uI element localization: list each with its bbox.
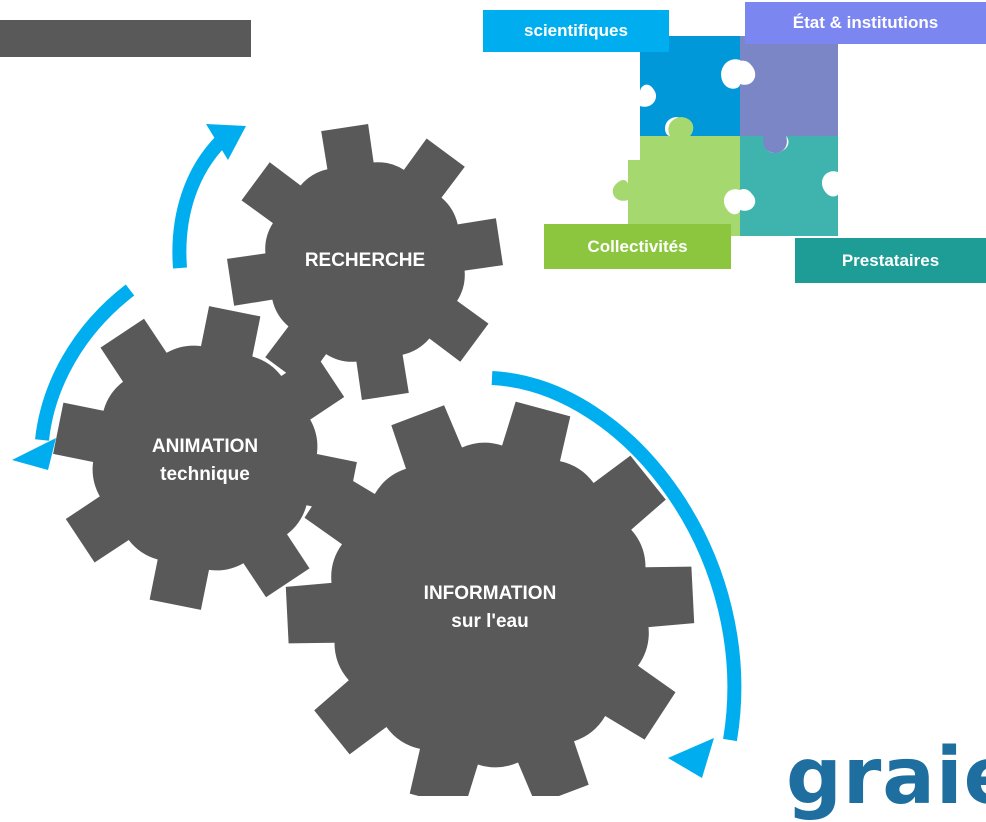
gear-information-label: INFORMATION sur l'eau [380, 580, 600, 635]
gear-recherche [227, 124, 503, 400]
gear-recherche-label: RECHERCHE [270, 247, 460, 275]
gears-group [53, 124, 695, 796]
information-line1: INFORMATION [423, 583, 557, 604]
puzzle-piece-blue [640, 36, 740, 136]
puzzle-piece-teal [740, 136, 838, 236]
label-etat-text: État & institutions [792, 13, 939, 32]
gear-animation-label: ANIMATION technique [105, 433, 305, 488]
gear-animation [53, 306, 357, 610]
label-prestataires: Prestataires [795, 238, 986, 283]
label-etat-institutions: État & institutions [745, 2, 986, 44]
animation-line1: ANIMATION [151, 436, 259, 457]
puzzle-piece-purple [740, 36, 838, 154]
animation-line2: technique [160, 463, 250, 485]
arrow-top-shaft [172, 135, 228, 269]
label-prestataires-text: Prestataires [841, 250, 940, 270]
arrow-left-head [12, 438, 56, 470]
label-collectivites-text: Collectivités [587, 236, 688, 256]
label-scientifiques-text: scientifiques [524, 21, 628, 40]
information-line2: sur l'eau [451, 610, 529, 632]
arrow-top-head [206, 124, 246, 160]
graie-logo: graie [786, 732, 986, 822]
puzzle-graphic [612, 36, 838, 236]
label-scientifiques: scientifiques [483, 10, 669, 52]
puzzle-piece-green [612, 117, 740, 236]
recherche-text: RECHERCHE [304, 250, 426, 271]
arrow-right-shaft [491, 371, 742, 742]
title-bar [0, 20, 251, 57]
cycle-arrows [12, 124, 742, 778]
arrow-left-shaft [35, 284, 135, 441]
diagram-canvas [12, 36, 838, 796]
label-collectivites: Collectivités [544, 224, 731, 269]
arrow-right-head [668, 738, 714, 778]
gear-information [285, 401, 695, 796]
